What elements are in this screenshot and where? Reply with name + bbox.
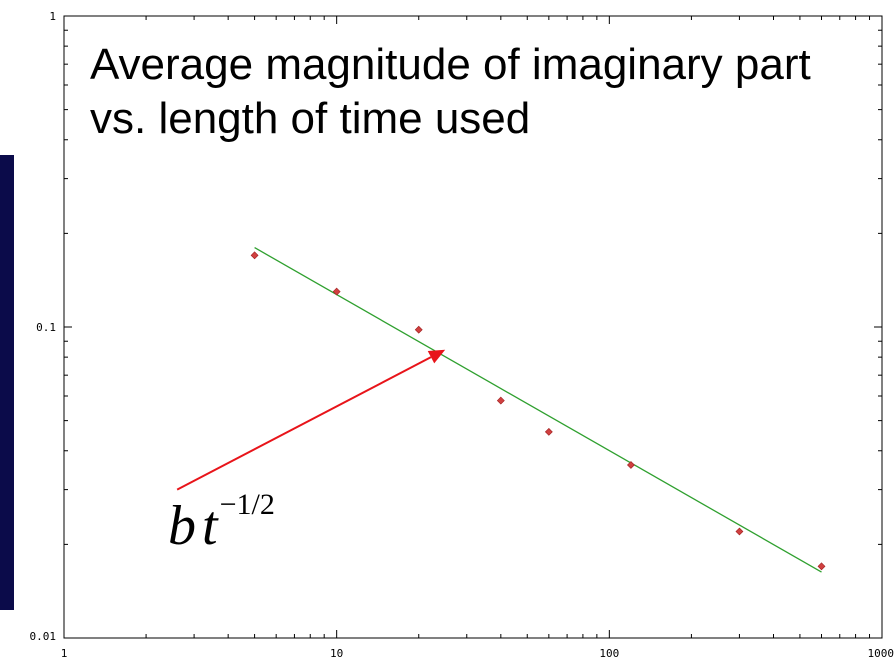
fit-line bbox=[254, 247, 822, 573]
data-point bbox=[414, 325, 423, 334]
chart-title: Average magnitude of imaginary part vs. … bbox=[90, 40, 811, 143]
x-tick-label: 1 bbox=[61, 647, 68, 660]
data-points-layer bbox=[250, 251, 826, 571]
data-point bbox=[250, 251, 259, 260]
arrow-head bbox=[427, 349, 446, 364]
side-strip bbox=[0, 155, 14, 610]
data-point bbox=[735, 527, 744, 536]
formula-b: b bbox=[168, 495, 196, 557]
arrow-shaft bbox=[176, 356, 432, 491]
data-point bbox=[544, 427, 553, 436]
axis-tick-labels: 1 10 100 1000 0.01 0.1 1 bbox=[30, 10, 895, 660]
fit-line-layer bbox=[254, 247, 822, 573]
arrow-layer bbox=[176, 349, 446, 491]
formula-exponent: −1/2 bbox=[219, 488, 275, 521]
x-tick-label: 1000 bbox=[868, 647, 895, 660]
x-tick-label: 10 bbox=[330, 647, 343, 660]
axis-ticks bbox=[63, 16, 882, 639]
data-point bbox=[817, 562, 826, 571]
y-tick-label: 0.1 bbox=[36, 321, 56, 334]
y-tick-label: 1 bbox=[49, 10, 56, 23]
formula-t: t bbox=[202, 495, 218, 557]
data-point bbox=[332, 287, 341, 296]
data-point bbox=[496, 396, 505, 405]
data-point bbox=[626, 461, 635, 469]
x-tick-label: 100 bbox=[599, 647, 619, 660]
y-tick-label: 0.01 bbox=[30, 630, 57, 643]
